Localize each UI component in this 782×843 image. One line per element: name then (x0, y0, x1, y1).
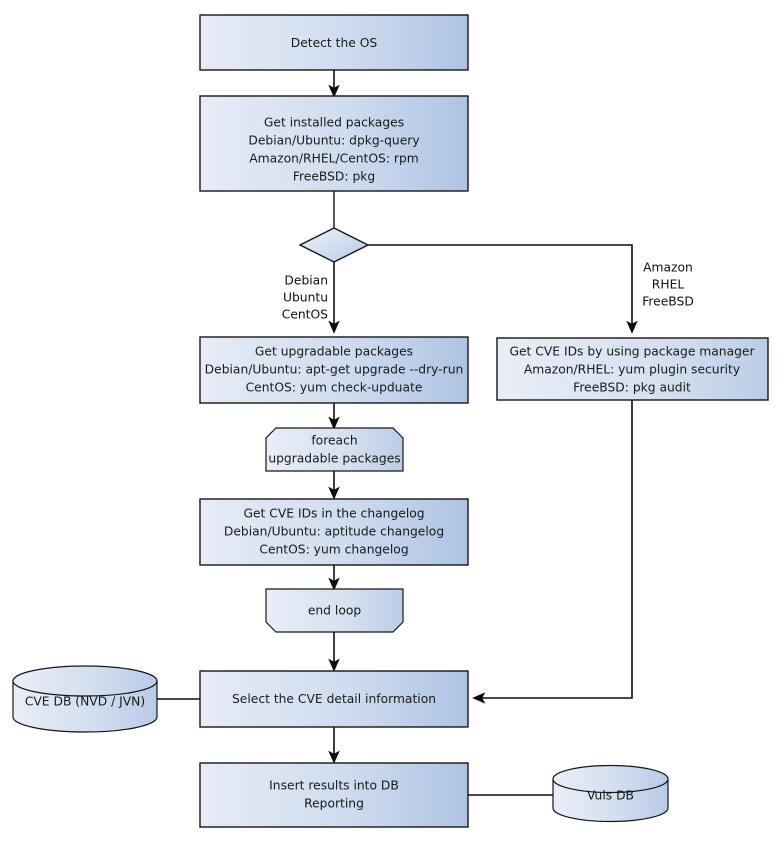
node-end-loop[interactable]: end loop (265, 588, 404, 633)
get-cve-ids-package-manager-label-3: FreeBSD: pkg audit (573, 381, 691, 395)
get-cve-ids-changelog-label-1: Get CVE IDs in the changelog (243, 507, 424, 521)
get-cve-ids-package-manager-label-2: Amazon/RHEL: yum plugin security (524, 363, 740, 377)
node-select-cve-detail[interactable]: Select the CVE detail information (199, 670, 469, 728)
debian-branch-line-1: Debian (284, 274, 328, 288)
node-get-cve-ids-changelog[interactable]: Get CVE IDs in the changelog Debian/Ubun… (199, 498, 469, 566)
node-get-cve-ids-package-manager[interactable]: Get CVE IDs by using package manager Ama… (496, 337, 769, 401)
edge-label-debian-branch: Debian Ubuntu CentOS (282, 274, 328, 322)
vuls-db-label: Vuls DB (587, 789, 634, 803)
get-upgradable-packages-box[interactable] (199, 336, 469, 404)
foreach-loop-label-1: foreach (311, 434, 357, 448)
amazon-branch-line-3: FreeBSD (642, 295, 694, 309)
foreach-loop-shape[interactable] (265, 427, 404, 472)
amazon-branch-line-1: Amazon (643, 261, 693, 275)
os-decision-diamond[interactable] (298, 227, 370, 263)
get-installed-packages-label-3: Amazon/RHEL/CentOS: rpm (249, 152, 419, 166)
get-installed-packages-label-2: Debian/Ubuntu: dpkg-query (248, 134, 419, 148)
select-cve-detail-label: Select the CVE detail information (232, 692, 436, 706)
node-vuls-db[interactable]: Vuls DB (552, 764, 669, 823)
debian-branch-line-2: Ubuntu (283, 291, 328, 305)
select-cve-detail-box[interactable] (199, 670, 469, 728)
node-os-decision[interactable] (298, 227, 370, 263)
node-get-upgradable-packages[interactable]: Get upgradable packages Debian/Ubuntu: a… (199, 336, 469, 404)
debian-branch-line-3: CentOS (282, 308, 328, 322)
get-cve-ids-package-manager-label-1: Get CVE IDs by using package manager (509, 345, 755, 359)
detect-os-box[interactable] (199, 14, 469, 71)
get-installed-packages-label-4: FreeBSD: pkg (293, 170, 375, 184)
get-installed-packages-box[interactable] (199, 95, 469, 192)
get-upgradable-packages-label-1: Get upgradable packages (255, 345, 413, 359)
get-cve-ids-package-manager-box[interactable] (496, 337, 769, 401)
cve-db-cylinder-top (12, 665, 158, 697)
node-get-installed-packages[interactable]: Get installed packages Debian/Ubuntu: dp… (199, 95, 469, 192)
get-cve-ids-changelog-box[interactable] (199, 498, 469, 566)
get-cve-ids-changelog-label-2: Debian/Ubuntu: aptitude changelog (224, 525, 444, 539)
amazon-branch-line-2: RHEL (652, 278, 685, 292)
edge-label-amazon-branch: Amazon RHEL FreeBSD (642, 261, 694, 309)
insert-results-label-2: Reporting (304, 797, 364, 811)
node-cve-db[interactable]: CVE DB (NVD / JVN) (12, 665, 158, 733)
detect-os-label-1: Detect the OS (291, 36, 378, 50)
node-insert-results[interactable]: Insert results into DB Reporting (199, 762, 469, 828)
node-foreach-loop-start[interactable]: foreach upgradable packages (265, 427, 404, 472)
get-upgradable-packages-label-3: CentOS: yum check-upduate (246, 381, 423, 395)
get-upgradable-packages-label-2: Debian/Ubuntu: apt-get upgrade --dry-run (205, 363, 464, 377)
insert-results-box[interactable] (199, 762, 469, 828)
edge-package-manager-cve-to-select-cve (472, 400, 633, 704)
edge-decision-to-package-manager-cve (368, 244, 638, 334)
end-loop-shape[interactable] (265, 588, 404, 633)
get-installed-packages-label-1: Get installed packages (264, 116, 404, 130)
foreach-loop-label-2: upgradable packages (268, 452, 400, 466)
insert-results-label-1: Insert results into DB (269, 779, 399, 793)
get-cve-ids-changelog-label-3: CentOS: yum changelog (259, 543, 408, 557)
vuls-db-cylinder-top (552, 764, 669, 794)
end-loop-label-1: end loop (308, 604, 362, 618)
cve-db-label: CVE DB (NVD / JVN) (25, 695, 145, 709)
node-detect-os[interactable]: Detect the OS (199, 14, 469, 71)
